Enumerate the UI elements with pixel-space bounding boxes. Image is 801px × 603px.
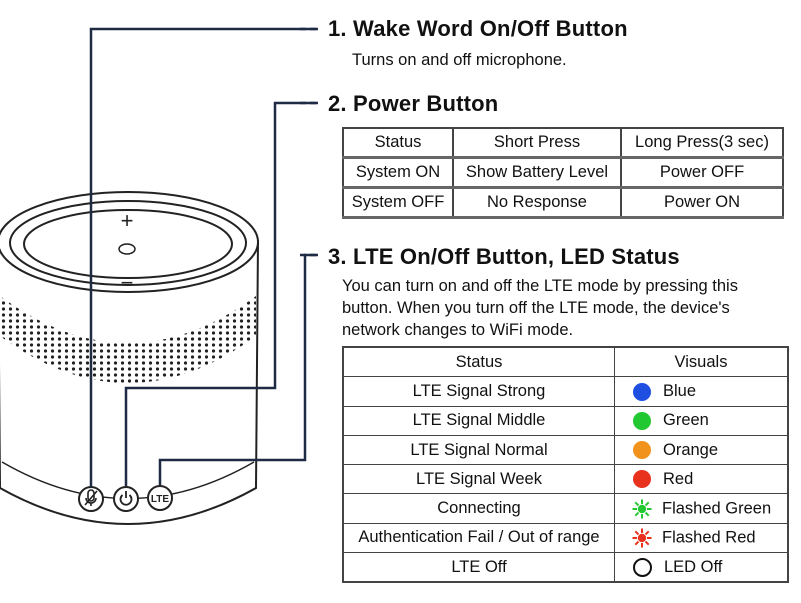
lte-row-status: LTE Signal Normal	[342, 434, 615, 466]
lte-row-visual: LED Off	[614, 552, 789, 583]
lte-visual-label: Green	[663, 411, 709, 430]
wake-word-description: Turns on and off microphone.	[352, 51, 567, 69]
lte-row-visual: Blue	[614, 376, 789, 407]
lte-row-status: Connecting	[342, 493, 615, 524]
volume-up-icon[interactable]: +	[121, 208, 134, 233]
led-flash-icon	[632, 528, 652, 548]
table-row: LTE Signal Middle Green	[342, 405, 789, 436]
power-header-long-press: Long Press(3 sec)	[620, 128, 784, 159]
power-table-header: Status Short Press Long Press(3 sec)	[342, 128, 784, 159]
table-row: LTE Signal Strong Blue	[342, 376, 789, 407]
led-dot-icon	[633, 470, 651, 489]
power-row-short-press: No Response	[452, 187, 622, 219]
table-row: LTE Off LED Off	[342, 552, 789, 583]
leader-line-power	[124, 101, 318, 486]
action-button[interactable]	[118, 243, 136, 255]
lte-visual-label: Blue	[663, 381, 697, 400]
volume-down-icon[interactable]: −	[121, 270, 134, 295]
lte-row-visual: Orange	[614, 434, 789, 466]
led-dot-icon	[633, 441, 651, 460]
lte-button-label: LTE	[151, 494, 169, 505]
power-row-status: System OFF	[342, 187, 454, 219]
lte-section-title: 3. LTE On/Off Button, LED Status	[328, 244, 680, 269]
lte-row-visual: Flashed Green	[614, 493, 789, 524]
power-button-table: Status Short Press Long Press(3 sec) Sys…	[342, 127, 784, 219]
lte-row-visual: Flashed Red	[614, 522, 789, 554]
mic-off-icon	[84, 489, 98, 506]
lte-description: You can turn on and off the LTE mode by …	[342, 277, 738, 339]
lte-table-header: Status Visuals	[342, 346, 789, 378]
leader-line-lte	[158, 253, 318, 485]
power-header-status: Status	[342, 128, 454, 159]
table-row: System OFF No Response Power ON	[342, 187, 784, 219]
lte-row-status: LTE Signal Week	[342, 464, 615, 495]
lte-row-status: Authentication Fail / Out of range	[342, 522, 615, 554]
lte-row-status: LTE Off	[342, 552, 615, 583]
lte-row-status: LTE Signal Middle	[342, 405, 615, 436]
lte-visual-label: Red	[663, 469, 694, 488]
power-row-long-press: Power OFF	[620, 157, 784, 189]
table-row: Authentication Fail / Out of range Flashe…	[342, 522, 789, 554]
lte-visual-label: Flashed Red	[662, 528, 756, 547]
power-row-short-press: Show Battery Level	[452, 157, 622, 189]
led-flash-icon	[632, 499, 652, 519]
table-row: LTE Signal Normal Orange	[342, 434, 789, 466]
power-row-long-press: Power ON	[620, 187, 784, 219]
lte-row-status: LTE Signal Strong	[342, 376, 615, 407]
led-dot-icon	[633, 382, 651, 401]
lte-visual-label: Flashed Green	[662, 498, 772, 517]
lte-header-status: Status	[342, 346, 615, 378]
led-dot-icon	[633, 411, 651, 430]
led-off-icon	[633, 557, 652, 577]
wake-word-title: 1. Wake Word On/Off Button	[328, 16, 628, 41]
power-header-short-press: Short Press	[452, 128, 622, 159]
table-row: System ON Show Battery Level Power OFF	[342, 157, 784, 189]
power-row-status: System ON	[342, 157, 454, 189]
lte-row-visual: Green	[614, 405, 789, 436]
table-row: LTE Signal Week Red	[342, 464, 789, 495]
lte-row-visual: Red	[614, 464, 789, 495]
power-button-title: 2. Power Button	[328, 91, 499, 116]
lte-visual-label: LED Off	[664, 557, 723, 576]
lte-header-visuals: Visuals	[614, 346, 789, 378]
power-button[interactable]	[113, 486, 139, 512]
leader-line-wake-word	[89, 27, 318, 487]
lte-visual-label: Orange	[663, 440, 719, 459]
power-icon	[119, 491, 133, 506]
lte-button[interactable]: LTE	[147, 485, 173, 511]
table-row: Connecting Flashed Green	[342, 493, 789, 524]
wake-word-button[interactable]	[78, 486, 104, 512]
